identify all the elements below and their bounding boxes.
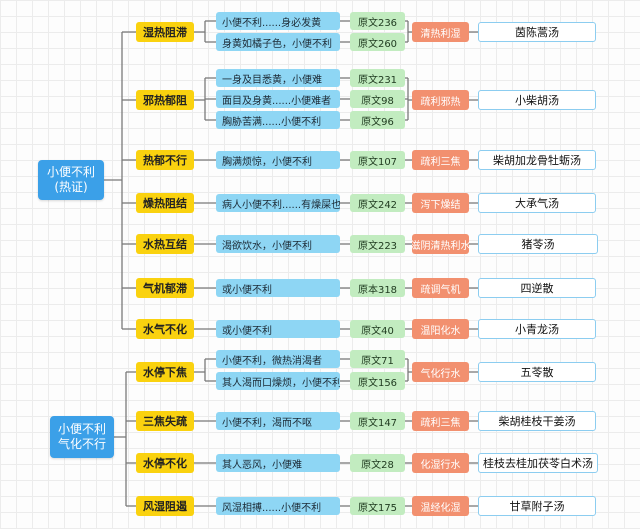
- category-node: 水热互结: [136, 234, 194, 254]
- prescription-node: 小青龙汤: [478, 319, 596, 339]
- prescription-node: 大承气汤: [478, 193, 596, 213]
- category-node: 水停下焦: [136, 362, 194, 382]
- symptom-node: 一身及目悉黄，小便难: [216, 69, 340, 87]
- source-node: 原文242: [350, 194, 405, 212]
- category-node: 水停不化: [136, 453, 194, 473]
- root-heat-syndrome: 小便不利 (热证): [38, 160, 104, 200]
- root-qi-line1: 小便不利: [57, 422, 106, 436]
- symptom-node: 渴欲饮水，小便不利: [216, 235, 340, 253]
- prescription-node: 甘草附子汤: [478, 496, 596, 516]
- symptom-node: 胸胁苦满......小便不利: [216, 111, 340, 129]
- source-node: 原文98: [350, 90, 405, 108]
- symptom-node: 面目及身黄......小便难者: [216, 90, 340, 108]
- source-node: 原文147: [350, 412, 405, 430]
- root-qi-transformation: 小便不利 气化不行: [50, 416, 114, 458]
- source-node: 原文236: [350, 12, 405, 30]
- source-node: 原文71: [350, 350, 405, 368]
- method-node: 温阳化水: [412, 319, 469, 339]
- category-node: 三焦失疏: [136, 411, 194, 431]
- source-node: 原本318: [350, 279, 405, 297]
- method-node: 气化行水: [412, 362, 469, 382]
- symptom-node: 小便不利......身必发黄: [216, 12, 340, 30]
- prescription-node: 桂枝去桂加茯苓白术汤: [478, 453, 598, 473]
- root-qi-line2: 气化不行: [57, 437, 106, 451]
- prescription-node: 柴胡加龙骨牡蛎汤: [478, 150, 596, 170]
- symptom-node: 其人渴而口燥烦，小便不利: [216, 372, 340, 390]
- prescription-node: 猪苓汤: [478, 234, 598, 254]
- method-node: 化湿行水: [412, 453, 469, 473]
- prescription-node: 茵陈蒿汤: [478, 22, 596, 42]
- symptom-node: 其人恶风，小便难: [216, 454, 340, 472]
- category-node: 气机郁滞: [136, 278, 194, 298]
- source-node: 原文175: [350, 497, 405, 515]
- prescription-node: 小柴胡汤: [478, 90, 596, 110]
- symptom-node: 或小便不利: [216, 279, 340, 297]
- source-node: 原文107: [350, 151, 405, 169]
- category-node: 水气不化: [136, 319, 194, 339]
- symptom-node: 胸满烦惊，小便不利: [216, 151, 340, 169]
- symptom-node: 风湿相搏......小便不利: [216, 497, 340, 515]
- symptom-node: 病人小便不利......有燥屎也: [216, 194, 340, 212]
- symptom-node: 小便不利，渴而不呕: [216, 412, 340, 430]
- method-node: 疏利三焦: [412, 411, 469, 431]
- source-node: 原文231: [350, 69, 405, 87]
- source-node: 原文223: [350, 235, 405, 253]
- prescription-node: 柴胡桂枝干姜汤: [478, 411, 596, 431]
- symptom-node: 或小便不利: [216, 320, 340, 338]
- category-node: 风湿阻遏: [136, 496, 194, 516]
- category-node: 湿热阻滞: [136, 22, 194, 42]
- method-node: 泻下燥结: [412, 193, 469, 213]
- method-node: 疏利三焦: [412, 150, 469, 170]
- source-node: 原文28: [350, 454, 405, 472]
- source-node: 原文40: [350, 320, 405, 338]
- method-node: 疏调气机: [412, 278, 469, 298]
- category-node: 邪热郁阻: [136, 90, 194, 110]
- category-node: 燥热阻结: [136, 193, 194, 213]
- prescription-node: 五苓散: [478, 362, 596, 382]
- root-heat-line2: (热证): [54, 180, 88, 194]
- symptom-node: 身黄如橘子色，小便不利: [216, 33, 340, 51]
- prescription-node: 四逆散: [478, 278, 596, 298]
- root-heat-line1: 小便不利: [46, 165, 95, 179]
- source-node: 原文156: [350, 372, 405, 390]
- method-node: 疏利邪热: [412, 90, 469, 110]
- category-node: 热郁不行: [136, 150, 194, 170]
- source-node: 原文96: [350, 111, 405, 129]
- method-node: 清热利湿: [412, 22, 469, 42]
- source-node: 原文260: [350, 33, 405, 51]
- method-node: 滋阴清热利水: [412, 234, 469, 254]
- method-node: 温经化湿: [412, 496, 469, 516]
- symptom-node: 小便不利，微热消渴者: [216, 350, 340, 368]
